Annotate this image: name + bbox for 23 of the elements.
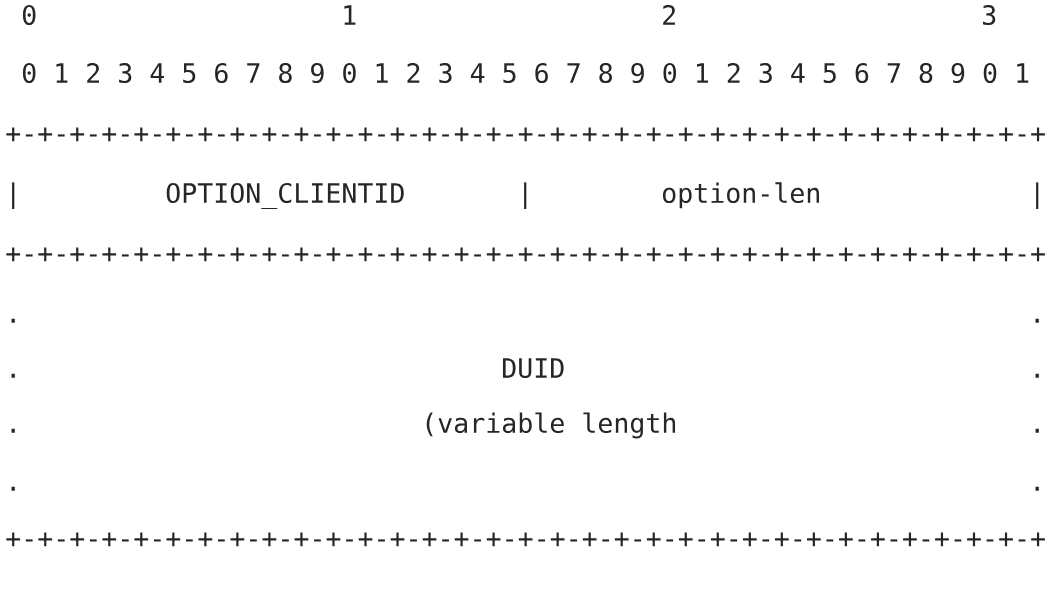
border-line: +-+-+-+-+-+-+-+-+-+-+-+-+-+-+-+-+-+-+-+-+-+-+-+-+-+-+-+-+-+-+-+-+ bbox=[6, 247, 1045, 262]
field-separator: | bbox=[524, 182, 527, 209]
continuation-dot: . bbox=[1035, 318, 1039, 323]
field-separator: | bbox=[12, 182, 15, 209]
bit-number: 0 bbox=[22, 5, 36, 26]
continuation-dot: . bbox=[11, 373, 15, 378]
border-line: +-+-+-+-+-+-+-+-+-+-+-+-+-+-+-+-+-+-+-+-+-+-+-+-+-+-+-+-+-+-+-+-+ bbox=[6, 532, 1045, 547]
field-name: OPTION_CLIENTID bbox=[166, 183, 404, 209]
continuation-dot: . bbox=[1035, 428, 1039, 433]
bit-number: 3 bbox=[983, 5, 996, 26]
field-note: (variable length bbox=[426, 412, 676, 439]
continuation-dot: . bbox=[1035, 373, 1039, 378]
field-name: option-len bbox=[663, 182, 819, 209]
continuation-dot: . bbox=[11, 318, 15, 323]
border-line: +-+-+-+-+-+-+-+-+-+-+-+-+-+-+-+-+-+-+-+-+-+-+-+-+-+-+-+-+-+-+-+-+ bbox=[6, 127, 1045, 142]
bit-ruler: 0 1 2 3 4 5 6 7 8 9 0 1 2 3 4 5 6 7 8 9 0 1 2 3 4 5 6 7 8 9 0 1 bbox=[22, 63, 1029, 84]
field-separator: | bbox=[1036, 182, 1039, 209]
bit-number: 2 bbox=[663, 5, 675, 25]
continuation-dot: . bbox=[11, 428, 15, 433]
field-name: DUID bbox=[503, 358, 564, 379]
continuation-dot: . bbox=[1035, 486, 1039, 491]
bit-number: 1 bbox=[344, 5, 356, 25]
continuation-dot: . bbox=[11, 486, 15, 491]
